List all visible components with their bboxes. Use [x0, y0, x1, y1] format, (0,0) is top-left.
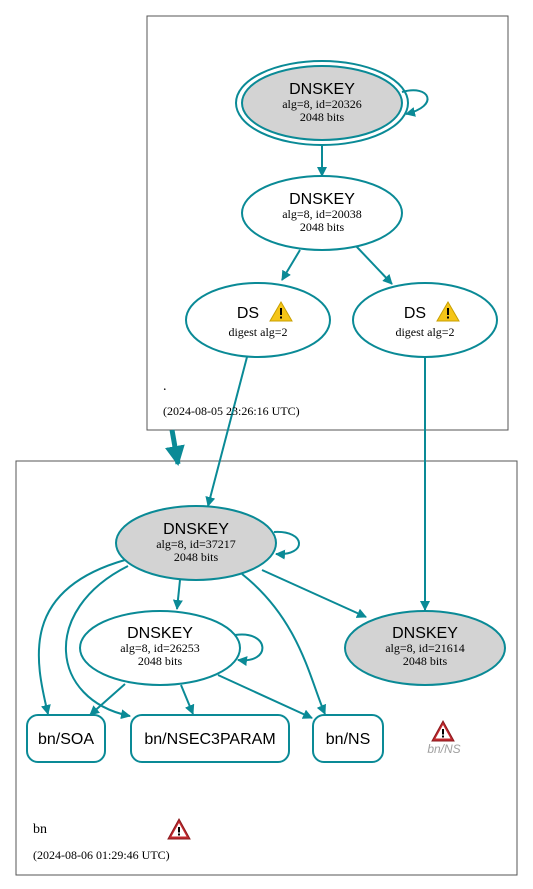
- edge-bn-zsk-to-nsec3param: [180, 684, 195, 715]
- root-zsk-title: DNSKEY: [289, 191, 355, 208]
- edge-bn-ksk-self: [273, 530, 300, 560]
- edge-ds-left-to-bn-ksk: [205, 356, 248, 507]
- edge-bn-ksk-to-soa: [37, 559, 126, 715]
- bn-zone-box: [15, 460, 518, 876]
- ds-left-title: DS: [237, 305, 259, 322]
- rrset-ns-node[interactable]: bn/NS: [312, 714, 384, 763]
- error-triangle-icon: [431, 719, 455, 742]
- edge-ksk-self: [401, 89, 429, 117]
- bn-zsk-node[interactable]: DNSKEY alg=8, id=26253 2048 bits: [79, 610, 241, 686]
- rrset-nsec3param-label: bn/NSEC3PARAM: [144, 731, 275, 748]
- edge-bn-ksk-to-nsec3param: [64, 565, 131, 720]
- bn-zsk-bits: 2048 bits: [138, 654, 183, 668]
- root-ksk-alg-id: alg=8, id=20326: [282, 97, 362, 111]
- ns-error-indicator[interactable]: bn/NS: [427, 719, 461, 756]
- root-zsk-node[interactable]: DNSKEY alg=8, id=20038 2048 bits: [241, 175, 403, 251]
- edge-bn-zsk-to-ns: [217, 674, 313, 719]
- bn-ksk-node[interactable]: DNSKEY alg=8, id=37217 2048 bits: [115, 505, 277, 581]
- root-zsk-bits: 2048 bits: [300, 220, 345, 234]
- edge-bn-ksk-to-ns: [241, 573, 326, 715]
- rrset-soa-node[interactable]: bn/SOA: [26, 714, 106, 763]
- warning-triangle-icon: [269, 301, 293, 322]
- edge-bn-zsk-to-soa: [89, 683, 126, 716]
- root-ksk-bits: 2048 bits: [300, 110, 345, 124]
- bn-key-right-alg-id: alg=8, id=21614: [385, 641, 465, 655]
- ds-right-digest: digest alg=2: [395, 325, 454, 339]
- edge-bn-zsk-self: [234, 633, 264, 667]
- ds-right-node[interactable]: DS digest alg=2: [352, 282, 498, 358]
- bn-ksk-alg-id: alg=8, id=37217: [156, 537, 236, 551]
- rrset-ns-label: bn/NS: [326, 731, 370, 748]
- edge-bn-ksk-to-key-right: [261, 569, 367, 618]
- root-zone-name: .: [163, 379, 167, 394]
- rrset-soa-label: bn/SOA: [38, 731, 94, 748]
- warning-triangle-icon: [436, 301, 460, 322]
- bn-zone-name: bn: [33, 822, 47, 837]
- error-triangle-icon: [167, 817, 191, 840]
- root-zsk-alg-id: alg=8, id=20038: [282, 207, 362, 221]
- root-ksk-title: DNSKEY: [289, 81, 355, 98]
- bn-zone-timestamp: (2024-08-06 01:29:46 UTC): [33, 848, 170, 862]
- ds-left-node[interactable]: DS digest alg=2: [185, 282, 331, 358]
- edge-zone-delegation: [165, 429, 185, 466]
- ds-left-digest: digest alg=2: [228, 325, 287, 339]
- rrset-nsec3param-node[interactable]: bn/NSEC3PARAM: [130, 714, 290, 763]
- edge-bn-ksk-to-zsk: [172, 579, 183, 610]
- root-zone-timestamp: (2024-08-05 23:26:16 UTC): [163, 404, 300, 418]
- ns-warning-label: bn/NS: [427, 742, 460, 756]
- bn-ksk-bits: 2048 bits: [174, 550, 219, 564]
- bn-key-right-node[interactable]: DNSKEY alg=8, id=21614 2048 bits: [344, 610, 506, 686]
- bn-zsk-title: DNSKEY: [127, 625, 193, 642]
- bn-key-right-title: DNSKEY: [392, 625, 458, 642]
- edge-zsk-to-ds-right: [355, 245, 393, 285]
- bn-key-right-bits: 2048 bits: [403, 654, 448, 668]
- ds-right-title: DS: [404, 305, 426, 322]
- edge-zsk-to-ds-left: [281, 249, 301, 281]
- root-ksk-node[interactable]: DNSKEY alg=8, id=20326 2048 bits: [235, 60, 409, 146]
- bn-ksk-title: DNSKEY: [163, 521, 229, 538]
- root-zone-box: [146, 15, 509, 431]
- bn-zsk-alg-id: alg=8, id=26253: [120, 641, 200, 655]
